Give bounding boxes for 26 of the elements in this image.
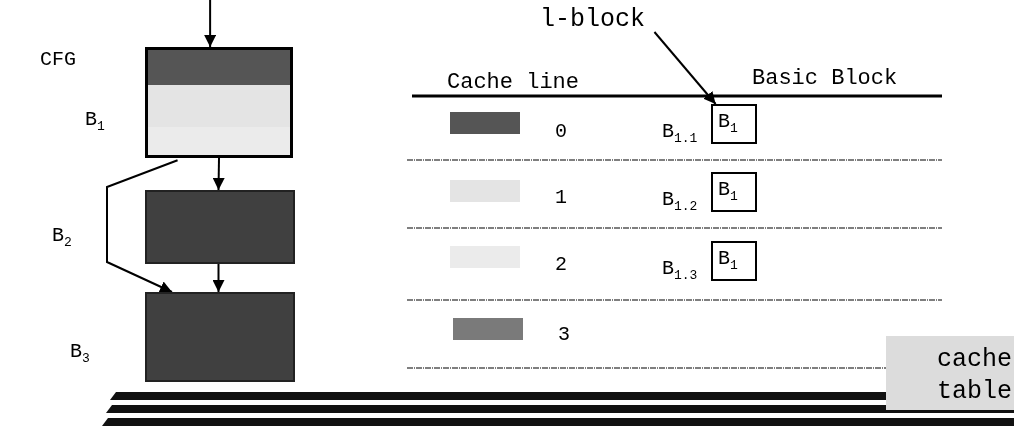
block-label: B$_{1.2}$ bbox=[662, 190, 698, 213]
block-label: B$_{1.3}$ bbox=[662, 259, 698, 282]
line-number: 0 bbox=[555, 122, 567, 142]
arrow bbox=[106, 159, 179, 293]
basic-block-box bbox=[145, 292, 295, 382]
callout-label: l-block bbox=[540, 8, 658, 32]
arrow bbox=[653, 31, 717, 105]
block-label: B$_{2}$ bbox=[52, 226, 72, 249]
line-number: 1 bbox=[555, 188, 567, 208]
arrow bbox=[204, 0, 217, 48]
block-box: B$_{1}$ bbox=[711, 241, 757, 281]
block-label: B$_{1.1}$ bbox=[662, 122, 698, 145]
column-header: Cache line bbox=[447, 72, 580, 94]
arrow bbox=[212, 157, 225, 191]
basic-block-box bbox=[145, 47, 293, 158]
block-label: B$_{1}$ bbox=[85, 110, 105, 133]
diagram-label: CFG bbox=[40, 50, 76, 70]
table-label-band: cache table bbox=[886, 336, 1014, 410]
basic-block-box bbox=[145, 190, 295, 264]
block-box: B$_{1}$ bbox=[711, 172, 757, 212]
block-box: B$_{1}$ bbox=[711, 104, 757, 144]
line-number: 2 bbox=[555, 255, 567, 275]
column-header: Basic Block bbox=[752, 68, 898, 90]
block-label: B$_{3}$ bbox=[70, 342, 90, 365]
arrow bbox=[212, 263, 225, 293]
line-number: 3 bbox=[558, 325, 570, 345]
